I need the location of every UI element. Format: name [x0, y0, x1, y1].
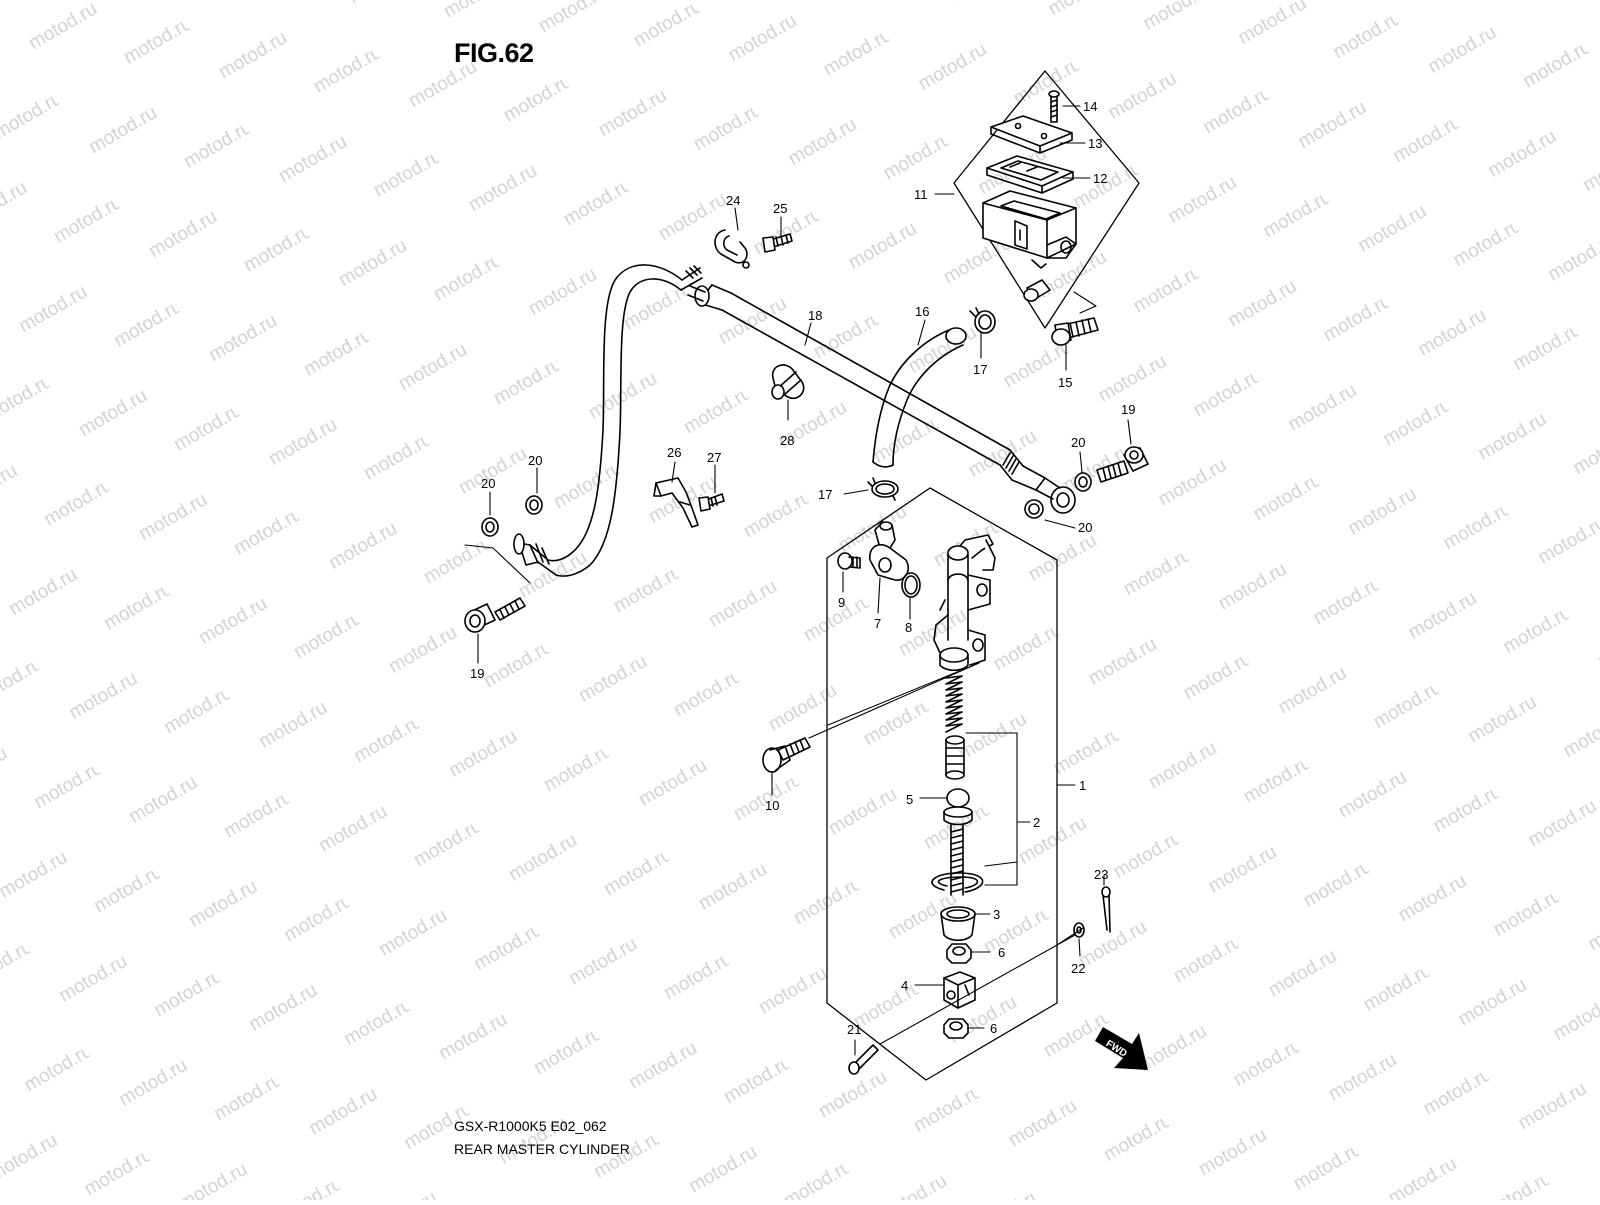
cotter-pin-23: [1101, 886, 1111, 933]
master-cylinder-frame: [826, 487, 1058, 1081]
callout-4: 4: [901, 978, 908, 993]
callout-layer: 14 13 12 11 24 25 18 16 17 15 28 19 20 2…: [470, 99, 1135, 1037]
clamp-bolt-25: [762, 233, 793, 253]
piston-assembly-2: [945, 735, 965, 780]
callout-20: 20: [1071, 435, 1085, 450]
callout-2: 2: [1033, 815, 1040, 830]
leader-left-banjo: [464, 544, 531, 584]
leader-20b: [1044, 519, 1076, 529]
callout-10: 10: [765, 798, 779, 813]
leader-7: [877, 577, 881, 614]
washer-left-lower: [481, 517, 499, 537]
callout-17: 17: [973, 362, 987, 377]
hose-clamp-lower: [867, 477, 899, 501]
leader-20a: [1079, 451, 1083, 473]
callout-19: 19: [1121, 402, 1135, 417]
reservoir-nipple: [1023, 279, 1051, 302]
clevis-pin-21: [848, 1044, 879, 1075]
bracket-bolt-27: [698, 493, 725, 512]
bracket-callout-2: [965, 732, 1031, 886]
banjo-bolt-left: [464, 597, 526, 633]
leader-15: [1073, 291, 1097, 314]
callout-17: 17: [818, 487, 832, 502]
callout-23: 23: [1094, 867, 1108, 882]
lock-nut-upper: [946, 943, 972, 964]
washer-right-lower: [1024, 499, 1044, 519]
leader-18: [804, 322, 812, 346]
callout-5: 5: [906, 792, 913, 807]
callout-25: 25: [773, 201, 787, 216]
reservoir-cap: [990, 115, 1073, 154]
callout-18: 18: [808, 308, 822, 323]
circlip: [931, 872, 984, 893]
pushrod: [950, 824, 964, 896]
callout-20: 20: [1078, 520, 1092, 535]
reservoir-cap-screw: [1048, 90, 1060, 123]
callout-14: 14: [1083, 99, 1097, 114]
callout-24: 24: [726, 193, 740, 208]
washer-right-upper: [1074, 472, 1092, 492]
callout-3: 3: [993, 907, 1000, 922]
reservoir-body: [982, 190, 1077, 269]
washer-left-upper: [525, 495, 543, 515]
callout-22: 22: [1071, 961, 1085, 976]
callout-8: 8: [905, 620, 912, 635]
cylinder-spring: [945, 675, 963, 733]
cup-seal-5: [943, 788, 973, 826]
reservoir-hose: [872, 327, 967, 468]
brake-hose-main: [513, 264, 1076, 577]
callout-20: 20: [528, 453, 542, 468]
lock-nut-lower: [943, 1018, 969, 1039]
leader-washer-22: [1056, 927, 1084, 946]
reservoir-mount-bolt: [1051, 317, 1099, 346]
callout-9: 9: [838, 595, 845, 610]
callout-21: 21: [847, 1022, 861, 1037]
hose-bracket: [653, 477, 699, 528]
leader-bolt-10: [827, 662, 980, 726]
leader-26: [671, 461, 676, 483]
callout-27: 27: [707, 450, 721, 465]
figure-label: FIG.62: [454, 38, 534, 68]
callout-6: 6: [998, 945, 1005, 960]
o-ring-8: [901, 572, 921, 598]
clevis-4: [943, 971, 976, 1009]
model-code: GSX-R1000K5 E02_062: [454, 1118, 607, 1134]
callout-13: 13: [1088, 136, 1102, 151]
callout-11: 11: [914, 187, 928, 202]
callout-19: 19: [470, 666, 484, 681]
hose-clamp-upper: [969, 307, 996, 334]
hose-connector-7: [868, 521, 910, 581]
reservoir-assembly-frame: [953, 70, 1140, 329]
mounting-bolt-10: [762, 737, 811, 773]
leader-22b: [1078, 938, 1081, 957]
leader-bolt-10b: [808, 662, 980, 739]
callout-28: 28: [780, 433, 794, 448]
callout-20: 20: [481, 476, 495, 491]
callout-15: 15: [1058, 375, 1072, 390]
leader-pin-21: [879, 934, 1076, 1045]
hose-guide-clamp: [714, 229, 750, 269]
reservoir-diaphragm: [986, 155, 1074, 194]
hose-grommet: [771, 364, 805, 400]
leader-17b: [843, 489, 869, 495]
callout-26: 26: [667, 445, 681, 460]
connector-bolt-9: [837, 552, 861, 570]
banjo-bolt-right: [1096, 446, 1149, 483]
callout-1: 1: [1079, 778, 1086, 793]
callout-7: 7: [874, 616, 881, 631]
assembly-title: REAR MASTER CYLINDER: [454, 1141, 630, 1157]
callout-12: 12: [1093, 171, 1107, 186]
leader-24: [734, 207, 739, 231]
callout-16: 16: [915, 304, 929, 319]
master-cylinder-body: [933, 534, 996, 672]
leader-16: [917, 319, 926, 346]
callout-6: 6: [990, 1021, 997, 1036]
leader-19a: [1127, 419, 1132, 445]
